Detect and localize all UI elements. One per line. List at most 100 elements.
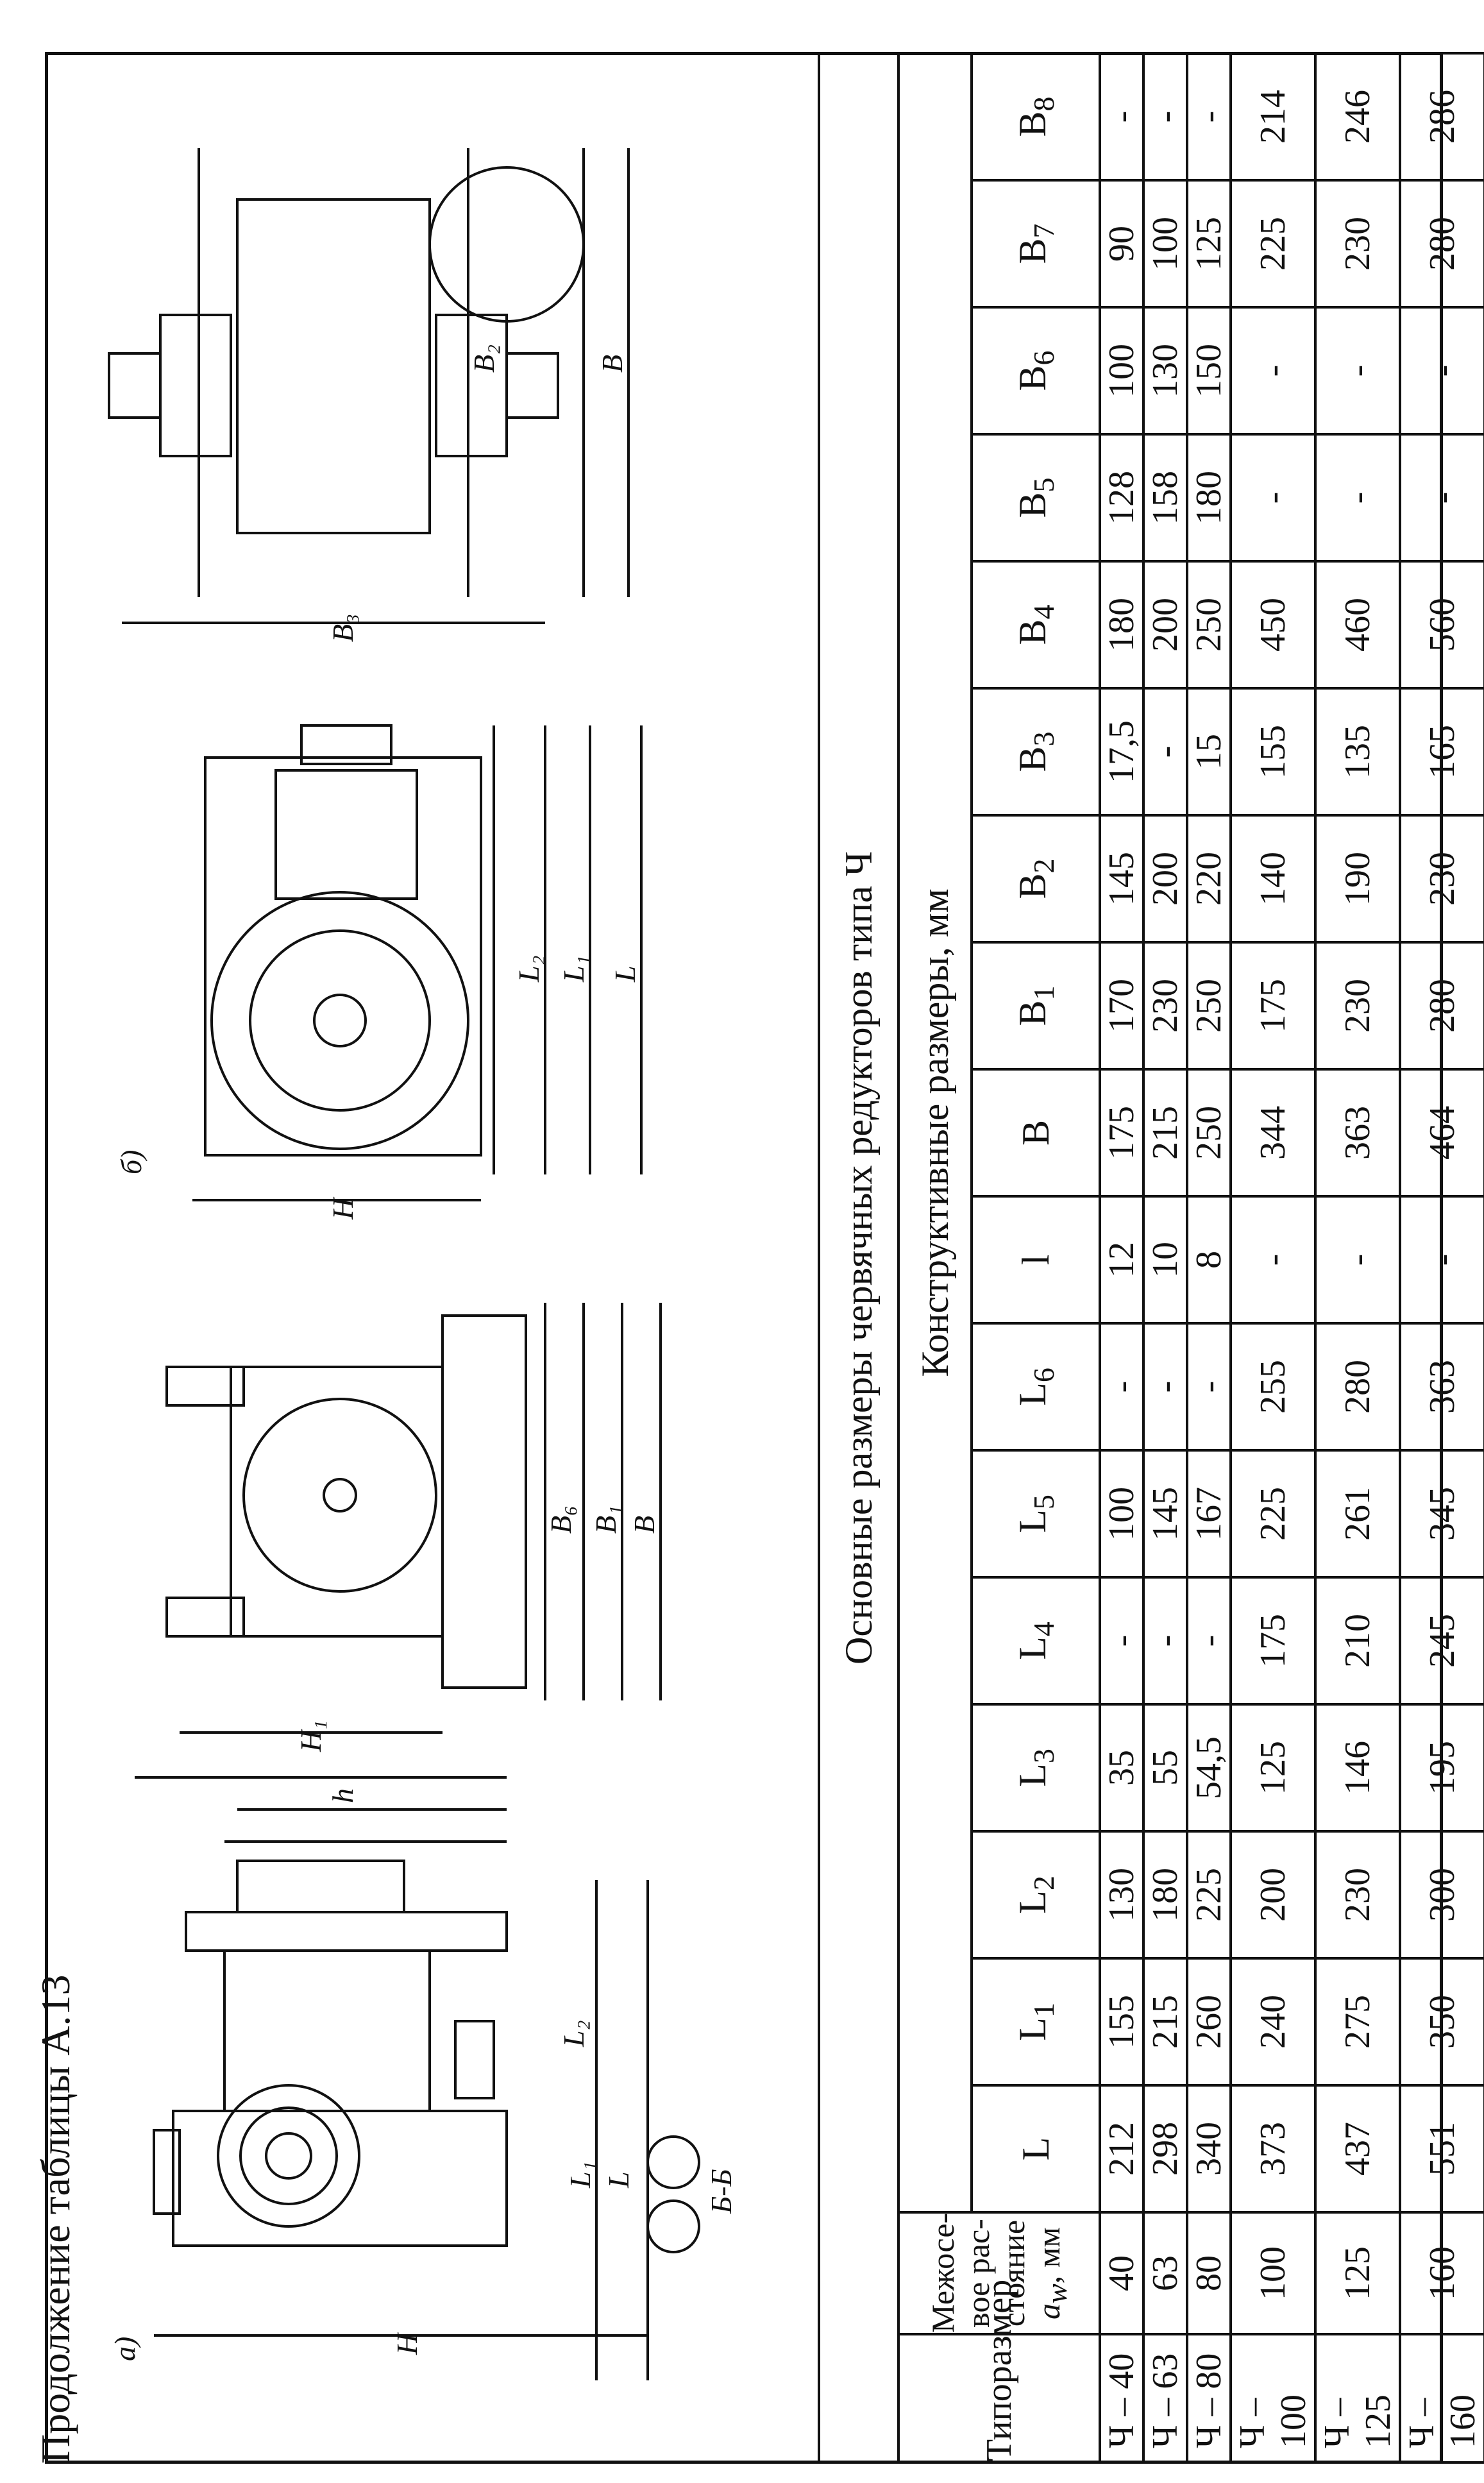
drawing-view-b (192, 724, 643, 1201)
column-header-base: B (1011, 365, 1054, 391)
cell-L4: 245 (1400, 1577, 1484, 1704)
header-center-line1: Межосе- (924, 2212, 961, 2333)
label-h-a: h (326, 1788, 359, 1803)
cell-L6: 363 (1400, 1323, 1484, 1450)
group-header: Конструктивные размеры, мм (898, 53, 972, 2212)
cell-type: Ч – 160 (1400, 2334, 1484, 2462)
cell-B6: 130 (1143, 307, 1187, 434)
cell-B: 215 (1143, 1069, 1187, 1196)
cell-L2: 225 (1187, 1831, 1231, 1958)
label-L1-a: L₁ (564, 2161, 596, 2189)
label-L-b: L (609, 965, 641, 983)
cell-B7: 100 (1143, 180, 1187, 307)
cell-B7: 225 (1231, 180, 1315, 307)
cell-B1: 175 (1231, 942, 1315, 1069)
cell-B8: - (1187, 53, 1231, 180)
column-header-sub: 6 (1027, 350, 1060, 366)
cell-L2: 230 (1315, 1831, 1400, 1958)
cell-L3: 146 (1315, 1704, 1400, 1831)
cell-B7: 125 (1187, 180, 1231, 307)
cell-center-distance: 100 (1231, 2212, 1315, 2334)
cell-L4: - (1187, 1577, 1231, 1704)
column-header-sub: 3 (1027, 1749, 1060, 1764)
label-B3-r: B₃ (326, 614, 359, 642)
cell-l: 10 (1143, 1196, 1187, 1323)
column-header-base: L (1011, 1636, 1054, 1660)
cell-B1: 280 (1400, 942, 1484, 1069)
cell-B8: 214 (1231, 53, 1315, 180)
column-header-base: B (1011, 238, 1054, 264)
cell-B6: - (1231, 307, 1315, 434)
label-H-b: H (326, 1196, 359, 1220)
column-header-sub: 5 (1027, 1495, 1060, 1510)
column-header-sub: 8 (1027, 96, 1060, 112)
drawing-view-a (135, 1776, 700, 2380)
cell-B4: 560 (1400, 561, 1484, 688)
cell-L: 212 (1100, 2085, 1143, 2212)
cell-L1: 260 (1187, 1958, 1231, 2085)
column-header-base: B (1011, 746, 1054, 772)
technical-drawings: а) б) H L L₁ L₂ h Б-Б H₁ B₆ B₁ B H L₂ L₁… (108, 148, 738, 2380)
label-B-r: B (596, 355, 628, 373)
cell-B1: 230 (1315, 942, 1400, 1069)
cell-B5: - (1400, 434, 1484, 561)
cell-B2: 230 (1400, 815, 1484, 942)
label-B6-mid: B₆ (544, 1505, 577, 1534)
cell-B6: - (1400, 307, 1484, 434)
column-header-base: B (1011, 619, 1054, 645)
label-H1-mid: H₁ (294, 1720, 327, 1752)
cell-B8: - (1143, 53, 1187, 180)
cell-L: 373 (1231, 2085, 1315, 2212)
cell-l: - (1315, 1196, 1400, 1323)
cell-L1: 215 (1143, 1958, 1187, 2085)
column-header-B2: B2 (972, 815, 1100, 942)
column-header-L5: L5 (972, 1450, 1100, 1577)
column-header-base: B (1011, 873, 1054, 899)
cell-L: 437 (1315, 2085, 1400, 2212)
label-L1-b: L₁ (557, 955, 590, 983)
cell-B1: 250 (1187, 942, 1231, 1069)
cell-L2: 180 (1143, 1831, 1187, 1958)
cell-B5: - (1231, 434, 1315, 561)
column-header-L6: L6 (972, 1323, 1100, 1450)
column-header-L1: L1 (972, 1958, 1100, 2085)
cell-B3: 165 (1400, 688, 1484, 815)
column-header-base: L (1014, 2137, 1057, 2161)
cell-type: Ч – 100 (1231, 2334, 1315, 2462)
label-section: Б-Б (705, 2169, 738, 2214)
cell-l: 12 (1100, 1196, 1143, 1323)
column-header-sub: 3 (1027, 731, 1060, 747)
cell-L4: 210 (1315, 1577, 1400, 1704)
cell-B4: 450 (1231, 561, 1315, 688)
cell-l: - (1400, 1196, 1484, 1323)
column-header-B6: B6 (972, 307, 1100, 434)
column-header-L: L (972, 2085, 1100, 2212)
cell-B1: 230 (1143, 942, 1187, 1069)
cell-type: Ч – 63 (1143, 2334, 1187, 2462)
cell-L3: 195 (1400, 1704, 1484, 1831)
cell-B3: 155 (1231, 688, 1315, 815)
cell-B7: 280 (1400, 180, 1484, 307)
cell-L6: - (1143, 1323, 1187, 1450)
header-center-sub: w (1040, 2284, 1073, 2303)
cell-type: Ч – 80 (1187, 2334, 1231, 2462)
cell-L2: 200 (1231, 1831, 1315, 1958)
cell-L1: 350 (1400, 1958, 1484, 2085)
column-header-B8: B8 (972, 53, 1100, 180)
cell-B5: 158 (1143, 434, 1187, 561)
cell-B8: 286 (1400, 53, 1484, 180)
column-header-base: B (1014, 1119, 1057, 1146)
cell-center-distance: 63 (1143, 2212, 1187, 2334)
cell-B6: - (1315, 307, 1400, 434)
cell-center-distance: 40 (1100, 2212, 1143, 2334)
cell-L5: 167 (1187, 1450, 1231, 1577)
cell-l: 8 (1187, 1196, 1231, 1323)
cell-B2: 200 (1143, 815, 1187, 942)
column-header-base: L (1011, 1890, 1054, 1914)
header-type: Типоразмер (898, 2280, 1100, 2462)
column-header-base: L (1011, 2017, 1054, 2041)
